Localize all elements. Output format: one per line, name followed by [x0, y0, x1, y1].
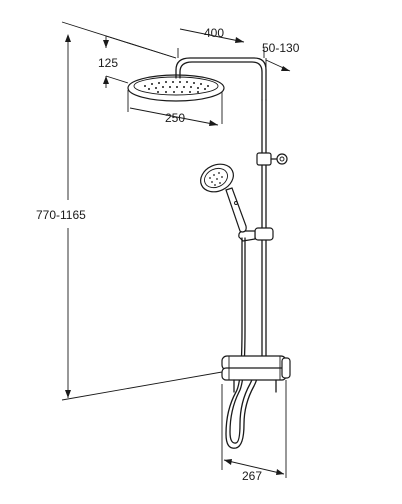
shower-head-nozzles	[144, 81, 209, 93]
shower-arm	[175, 57, 267, 101]
head-diameter-label: 250	[165, 111, 185, 125]
shower-hose	[225, 237, 259, 449]
valve-width-label: 267	[242, 469, 262, 483]
overhead-shower-head	[127, 74, 225, 102]
dimension-head-diameter: 250	[127, 90, 223, 126]
head-height-label: 125	[98, 56, 118, 70]
dimension-valve-width: 267	[221, 380, 287, 483]
thermostatic-mixer	[221, 355, 291, 393]
dimension-arm-reach: 400	[177, 26, 265, 58]
wall-offset-label: 50-130	[262, 41, 300, 55]
total-height-label: 770-1165	[36, 208, 86, 222]
arm-reach-label: 400	[204, 26, 224, 40]
upper-wall-bracket	[256, 152, 288, 166]
dimension-wall-offset: 50-130	[262, 41, 300, 72]
hand-shower-nozzles	[209, 172, 223, 186]
dimension-total-height: 770-1165	[36, 21, 223, 401]
hand-shower	[200, 163, 247, 233]
